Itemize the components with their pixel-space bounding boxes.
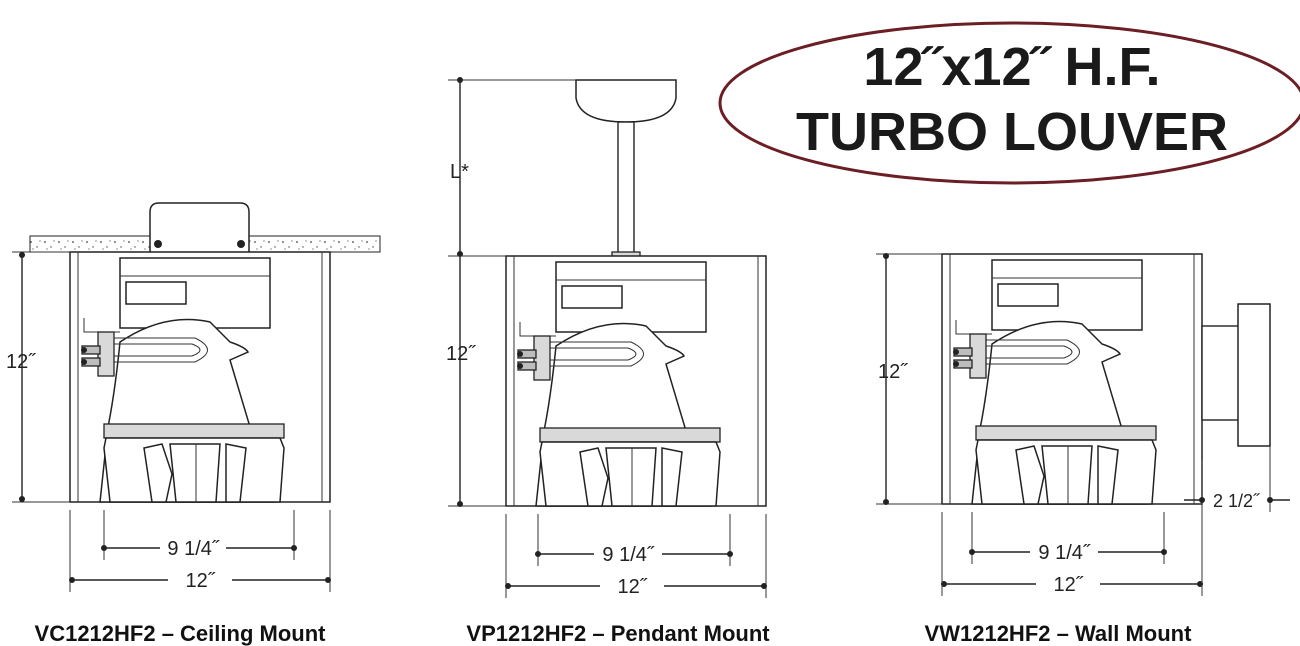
pendant-mount-view: L* 12˝ 9 1/4˝ 12˝ VP1212HF2 – Pendant Mo… — [446, 77, 770, 646]
wall-fixture-body — [941, 253, 1203, 505]
pendant-height-label: 12˝ — [446, 343, 476, 365]
title-line-1: 12˝x12˝ H.F. — [863, 37, 1160, 97]
junction-box — [149, 202, 250, 252]
pendant-mount-caption: VP1212HF2 – Pendant Mount — [466, 621, 770, 646]
pendant-length-label: L* — [450, 161, 469, 183]
pendant-fixture-body — [505, 255, 767, 507]
wall-outer-width-label: 12˝ — [1054, 574, 1084, 596]
pendant-stem — [617, 121, 635, 257]
title-line-2: TURBO LOUVER — [796, 102, 1228, 162]
title-oval: 12˝x12˝ H.F. TURBO LOUVER — [718, 21, 1300, 185]
ceiling-fixture-body — [69, 251, 331, 503]
pendant-canopy — [575, 79, 677, 123]
wall-plate — [1237, 303, 1271, 447]
pendant-outer-width-label: 12˝ — [618, 576, 648, 598]
wall-offset-label: 2 1/2˝ — [1213, 491, 1260, 511]
ceiling-mount-caption: VC1212HF2 – Ceiling Mount — [35, 621, 327, 646]
wall-mount-view: 12˝ 2 1/2˝ 9 1/4˝ 12˝ VW1212HF2 – Wall M… — [876, 253, 1290, 646]
wall-height-label: 12˝ — [878, 361, 908, 383]
wall-arm — [1201, 325, 1241, 421]
ceiling-inner-width-label: 9 1/4˝ — [167, 538, 219, 560]
oval-outline — [718, 21, 1300, 185]
pendant-inner-width-label: 9 1/4˝ — [602, 544, 654, 566]
wall-inner-width-label: 9 1/4˝ — [1038, 542, 1090, 564]
wall-mount-caption: VW1212HF2 – Wall Mount — [925, 621, 1193, 646]
ceiling-outer-width-label: 12˝ — [186, 570, 216, 592]
ceiling-mount-view: 12˝ 9 1/4˝ 12˝ VC1212HF2 – Ceiling Mount — [6, 202, 381, 646]
ceiling-height-label: 12˝ — [6, 351, 36, 373]
